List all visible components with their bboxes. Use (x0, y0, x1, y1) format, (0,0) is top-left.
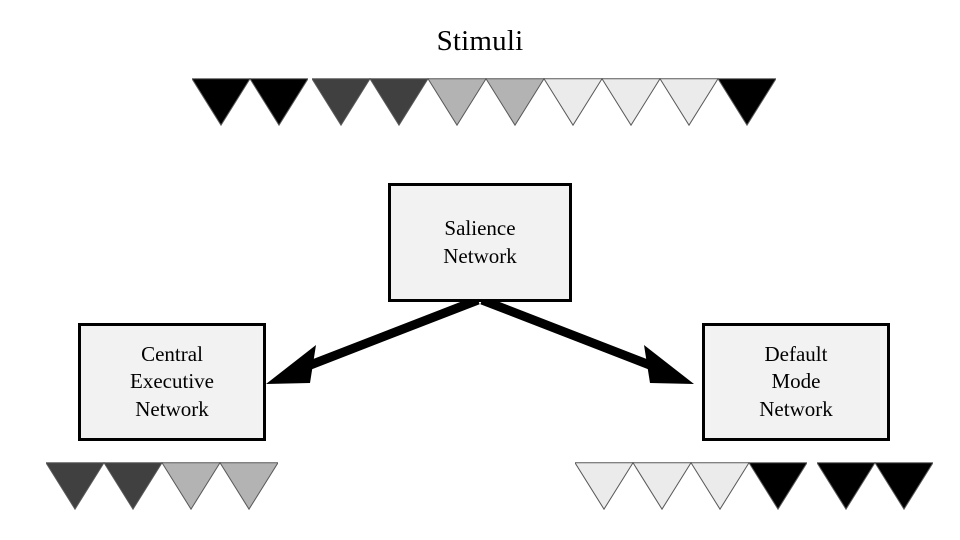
stimulus-triangle (312, 78, 371, 126)
stimulus-triangle (748, 462, 807, 510)
stimulus-triangle (427, 78, 487, 126)
stimulus-triangle (46, 462, 105, 510)
stimulus-triangle (632, 462, 692, 510)
stimulus-triangle (249, 78, 308, 126)
page-title: Stimuli (436, 25, 524, 57)
triangle-group (575, 462, 807, 510)
stimulus-triangle (161, 462, 221, 510)
node-default-mode-network[interactable]: Default Mode Network (702, 323, 890, 441)
triangle-group (312, 78, 776, 126)
stimulus-triangle (219, 462, 278, 510)
stimulus-triangle (817, 462, 876, 510)
stimulus-triangle (575, 462, 634, 510)
triangle-group (817, 462, 933, 510)
node-salience-network[interactable]: Salience Network (388, 183, 572, 302)
triangle-group (192, 78, 308, 126)
node-central-executive-network-label: Central Executive Network (130, 342, 214, 421)
stimulus-triangle (601, 78, 661, 126)
stimulus-triangle (192, 78, 251, 126)
stimuli-triangle-row (0, 78, 960, 126)
stimulus-triangle (690, 462, 750, 510)
stimulus-triangle (659, 78, 719, 126)
stimulus-triangle (485, 78, 545, 126)
stimulus-triangle (369, 78, 429, 126)
central-executive-triangle-row (0, 462, 480, 510)
arrow-salience-to-central-executive (266, 295, 480, 384)
default-mode-triangle-row (480, 462, 960, 510)
stimulus-triangle (874, 462, 933, 510)
arrow-salience-to-default-mode (480, 295, 694, 384)
triangle-group (46, 462, 278, 510)
stimulus-triangle (543, 78, 603, 126)
node-default-mode-network-label: Default Mode Network (759, 342, 833, 421)
stimulus-triangle (717, 78, 776, 126)
node-salience-network-label: Salience Network (443, 216, 517, 268)
node-central-executive-network[interactable]: Central Executive Network (78, 323, 266, 441)
stimulus-triangle (103, 462, 163, 510)
